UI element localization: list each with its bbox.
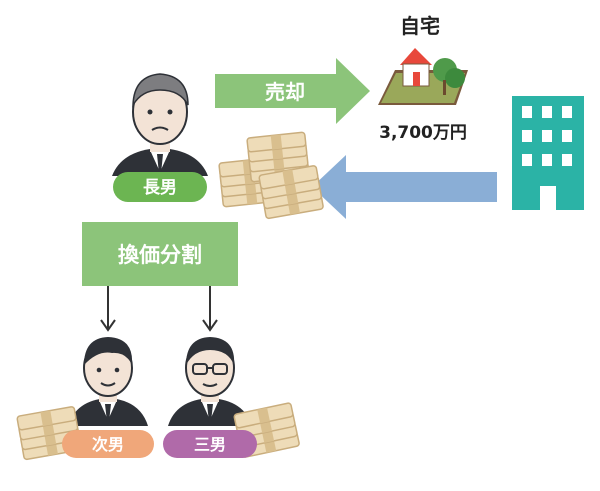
eldest-son-badge	[113, 172, 207, 202]
eldest-son-avatar	[112, 73, 208, 176]
third-son-avatar	[168, 337, 252, 426]
down-arrow	[100, 286, 116, 332]
third-son-label: 三男	[194, 435, 226, 454]
money-stack-icon	[259, 165, 324, 218]
down-arrow	[202, 286, 218, 332]
second-son-avatar	[68, 337, 148, 426]
sell-arrow	[215, 58, 370, 124]
second-son-label: 次男	[92, 435, 124, 454]
building-icon	[512, 96, 584, 210]
second-son-badge	[62, 430, 154, 458]
eldest-son-label: 長男	[143, 178, 177, 198]
payment-arrow	[312, 155, 497, 219]
sell-arrow-label: 売却	[265, 80, 305, 104]
house-price: 3,700万円	[379, 123, 467, 143]
third-son-badge	[163, 430, 257, 458]
house-title: 自宅	[400, 14, 440, 38]
split-box-label: 換価分割	[118, 243, 202, 267]
split-box	[82, 222, 238, 286]
house-icon	[378, 48, 468, 105]
